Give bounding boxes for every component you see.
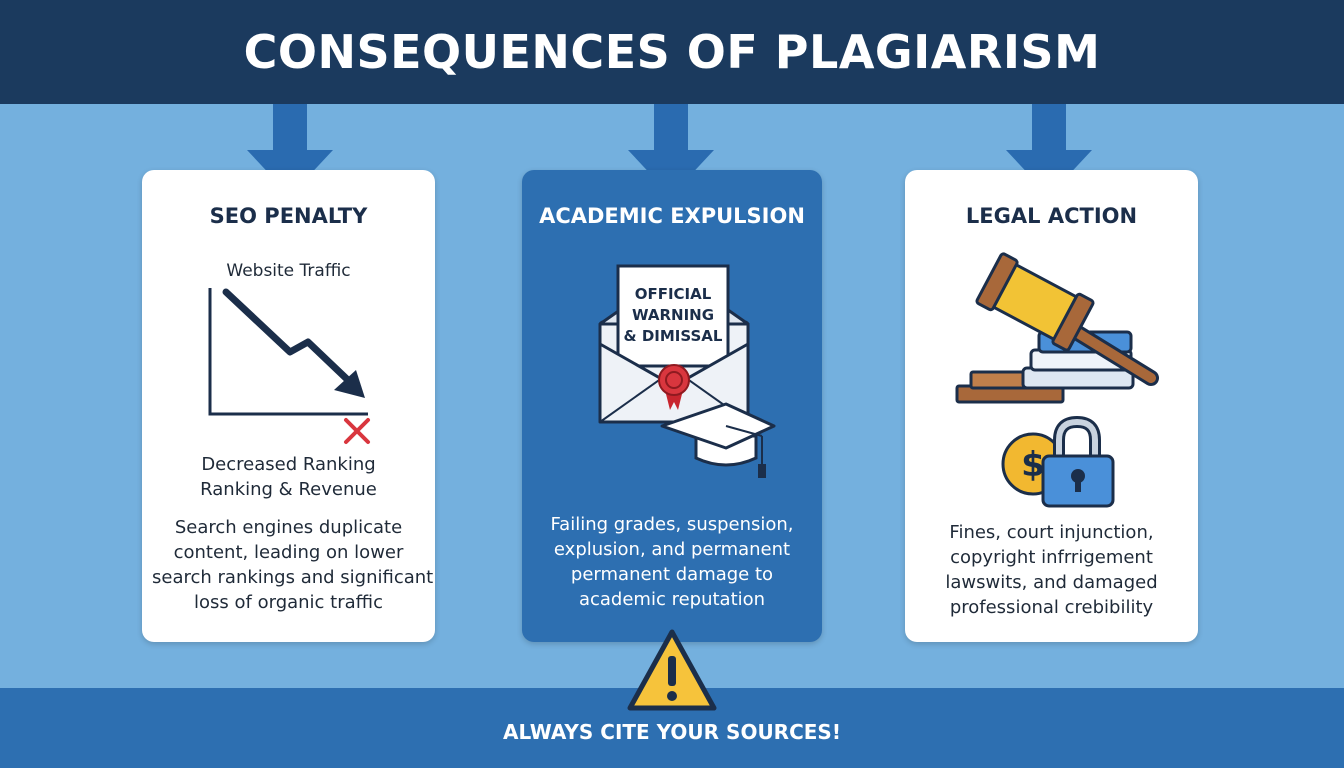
padlock-icon bbox=[1041, 416, 1115, 508]
description-line: Failing grades, suspension, bbox=[550, 514, 794, 535]
description-line: explusion, and permanent bbox=[553, 539, 791, 560]
card-title: SEO PENALTY bbox=[209, 204, 368, 228]
graduation-cap-icon bbox=[660, 402, 776, 478]
description-line: copyright infrrigement bbox=[950, 547, 1153, 568]
card-description: Fines, court injunction, copyright infrr… bbox=[915, 520, 1188, 620]
card-description: Search engines duplicate content, leadin… bbox=[152, 515, 434, 615]
description-line: academic reputation bbox=[578, 589, 766, 610]
letter-text-line: & DIMISSAL bbox=[624, 327, 723, 345]
card-title: ACADEMIC EXPULSION bbox=[539, 204, 805, 228]
trend-down-chart-icon bbox=[208, 288, 370, 444]
subtitle-line: Decreased Ranking bbox=[201, 454, 376, 475]
letter-text-line: WARNING bbox=[632, 306, 714, 324]
description-line: permanent damage to bbox=[570, 564, 774, 585]
warning-icon bbox=[627, 629, 717, 711]
header-bar: CONSEQUENCES OF PLAGIARISM bbox=[0, 0, 1344, 104]
description-line: lawswits, and damaged bbox=[945, 572, 1158, 593]
description-line: loss of organic traffic bbox=[194, 592, 383, 613]
chart-subtitle: Decreased Ranking Ranking & Revenue bbox=[152, 452, 425, 502]
letter-text-line: OFFICIAL bbox=[635, 285, 712, 303]
description-line: search rankings and significant bbox=[152, 567, 434, 588]
gavel-icon bbox=[955, 252, 1159, 404]
x-mark-icon bbox=[344, 418, 370, 444]
card-seo-penalty: SEO PENALTY Website Traffic Decreased Ra… bbox=[142, 170, 435, 642]
card-legal-action: LEGAL ACTION $ bbox=[905, 170, 1198, 642]
description-line: content, leading on lower bbox=[173, 542, 404, 563]
svg-text:$: $ bbox=[1021, 445, 1045, 485]
description-line: Fines, court injunction, bbox=[949, 522, 1154, 543]
description-line: Search engines duplicate bbox=[174, 517, 403, 538]
card-title: LEGAL ACTION bbox=[965, 204, 1138, 228]
chart-label: Website Traffic bbox=[226, 261, 351, 281]
wax-seal-icon bbox=[658, 364, 690, 410]
security-icons: $ bbox=[1001, 416, 1115, 508]
card-academic-expulsion: ACADEMIC EXPULSION OFFICIAL WARNING & DI… bbox=[522, 170, 822, 642]
card-description: Failing grades, suspension, explusion, a… bbox=[532, 512, 812, 612]
subtitle-line: Ranking & Revenue bbox=[200, 479, 377, 500]
envelope-icon: OFFICIAL WARNING & DIMISSAL bbox=[598, 264, 776, 478]
description-line: professional crebibility bbox=[949, 597, 1154, 618]
page-title: CONSEQUENCES OF PLAGIARISM bbox=[243, 25, 1101, 79]
footer-message: ALWAYS CITE YOUR SOURCES! bbox=[503, 720, 841, 744]
